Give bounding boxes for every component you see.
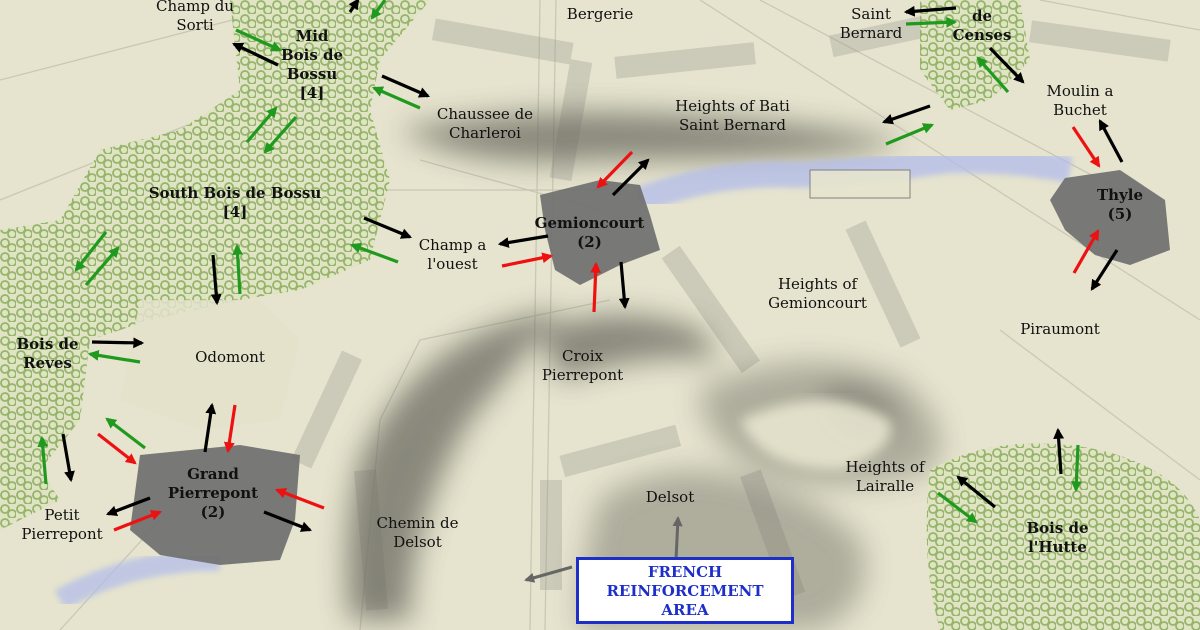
arrow-black xyxy=(348,0,360,13)
label-piraumont: Piraumont xyxy=(1020,320,1100,338)
arrow-green xyxy=(937,491,978,524)
label-champ-du-sorti: Champ du Sorti xyxy=(156,0,234,34)
label-champ-a-louest: Champ a l'ouest xyxy=(418,236,487,273)
label-thyle: Thyle (5) xyxy=(1096,186,1144,223)
arrow-red xyxy=(1071,126,1101,168)
arrow-green xyxy=(372,86,421,110)
arrow-green xyxy=(245,106,278,144)
arrow-green xyxy=(905,16,958,28)
arrow-red xyxy=(596,150,634,189)
label-saint-bernard: Saint Bernard xyxy=(839,5,903,42)
arrow-black xyxy=(497,234,549,248)
label-south-bois-de-bossu: South Bois de Bossu [4] xyxy=(148,184,322,221)
arrow-green xyxy=(232,243,243,295)
arrow-black xyxy=(1090,249,1119,291)
arrow-red xyxy=(97,432,137,465)
label-moulin-a-buchet: Moulin a Buchet xyxy=(1046,82,1114,119)
label-heights-of-gemioncourt: Heights of Gemioncourt xyxy=(768,275,867,312)
label-bergerie: Bergerie xyxy=(566,5,634,23)
arrow-green xyxy=(105,417,146,450)
clearings xyxy=(120,300,300,430)
arrow-green xyxy=(370,0,387,20)
label-bois-de-lhutte: Bois de l'Hutte xyxy=(1026,519,1089,556)
arrow-green xyxy=(235,28,282,52)
arrow-green xyxy=(1070,444,1082,493)
arrow-black xyxy=(263,510,313,532)
label-odomont: Odomont xyxy=(195,348,265,366)
arrow-red xyxy=(1072,229,1100,274)
label-heights-of-lairalle: Heights of Lairalle xyxy=(845,458,925,495)
label-croix-pierrepont: Croix Pierrepont xyxy=(541,347,624,384)
arrow-black xyxy=(956,475,997,509)
arrow-green xyxy=(87,350,141,364)
arrow-black xyxy=(91,337,145,349)
arrow-black xyxy=(881,104,931,125)
arrow-black xyxy=(1098,119,1124,163)
label-mid-bois-de-bossu: Mid Bois de Bossu [4] xyxy=(280,27,344,102)
arrow-black xyxy=(611,158,650,197)
arrow-black xyxy=(363,216,413,239)
arrow-red xyxy=(501,252,554,268)
arrow-black xyxy=(61,433,75,483)
label-chaussee-de-charleroi: Chaussee de Charleroi xyxy=(436,105,534,142)
arrow-green xyxy=(885,123,935,146)
arrow-red xyxy=(113,510,163,532)
reinforcement-label: FRENCH REINFORCEMENT AREA xyxy=(606,563,764,619)
french-reinforcement-area-box: FRENCH REINFORCEMENT AREA xyxy=(576,557,794,624)
arrow-green xyxy=(349,242,399,264)
arrow-black xyxy=(232,42,279,67)
arrow-red xyxy=(590,261,602,313)
arrow-black xyxy=(988,46,1025,84)
arrow-green xyxy=(84,246,120,287)
arrow-green xyxy=(37,435,49,485)
settlements xyxy=(130,170,1170,565)
label-grand-pierrepont: Grand Pierrepont (2) xyxy=(167,465,259,521)
label-petit-pierrepont: Petit Pierrepont xyxy=(21,506,103,543)
arrow-black xyxy=(1053,427,1065,475)
arrow-red xyxy=(274,488,325,510)
label-chemin-de-delsot: Chemin de Delsot xyxy=(376,514,459,551)
label-heights-of-bati-saint-bernard: Heights of Bati Saint Bernard xyxy=(675,97,790,134)
arrow-black xyxy=(203,402,217,453)
arrow-grey xyxy=(672,515,683,561)
label-delsot: Delsot xyxy=(645,488,695,506)
arrow-black xyxy=(618,261,630,310)
arrow-black xyxy=(210,254,222,306)
label-gemioncourt: Gemioncourt (2) xyxy=(534,214,645,251)
arrow-black xyxy=(105,496,151,516)
arrow-black xyxy=(903,5,957,17)
arrow-black xyxy=(381,74,430,98)
arrow-green xyxy=(263,115,298,154)
arrow-green xyxy=(74,231,108,272)
label-bois-de-reves: Bois de Reves xyxy=(16,335,79,372)
label-de-censes: de Censes xyxy=(952,7,1012,44)
hill-highlight xyxy=(740,400,892,470)
arrow-red xyxy=(223,404,237,454)
arrow-grey xyxy=(524,565,573,583)
arrow-green xyxy=(976,56,1010,94)
